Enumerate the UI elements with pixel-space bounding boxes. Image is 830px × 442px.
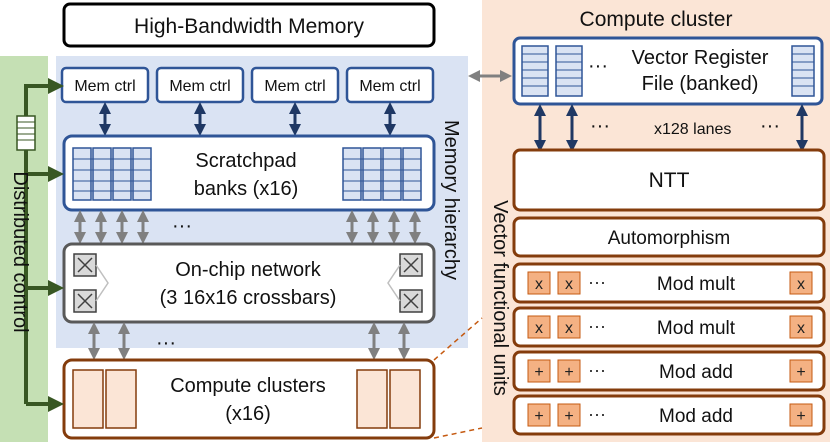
memory-hierarchy-label: Memory hierarchy [440, 120, 462, 280]
hbm-box [62, 2, 436, 48]
unit-label: Mod add [659, 362, 733, 383]
vrf-title: Vector Register [632, 47, 769, 69]
ellipsis: ··· [590, 115, 610, 137]
distributed-control-label: Distributed control [9, 171, 31, 332]
unit-box [512, 394, 826, 436]
ellipsis: ··· [156, 332, 176, 354]
lane-unit-icon [557, 359, 581, 383]
cluster-title: Compute cluster [580, 8, 733, 31]
functional-unit: x x x ··· Mod mult [512, 306, 826, 348]
lane-unit-icon [527, 359, 551, 383]
unit-label: Mod mult [657, 274, 736, 295]
lane-unit-symbol: x [535, 320, 543, 337]
functional-unit: NTT [512, 148, 826, 212]
lane-unit-symbol: + [534, 364, 543, 381]
unit-label: Mod add [659, 406, 733, 427]
vrf-subtitle: File (banked) [642, 73, 759, 95]
mem-ctrl-4: Mem ctrl [345, 66, 435, 104]
scratchpad-bank-icons [72, 147, 422, 201]
lane-unit-icon [527, 403, 551, 427]
unit-label: Mod mult [657, 318, 736, 339]
lane-unit-symbol: x [565, 276, 573, 293]
vrf-bank-lines [522, 53, 814, 87]
crossbar-icons [73, 253, 423, 313]
mem-ctrl-3: Mem ctrl [250, 66, 340, 104]
unit-box [512, 350, 826, 392]
lane-unit-symbol: + [796, 408, 805, 425]
lane-unit-icon [789, 359, 813, 383]
lane-unit-icon [557, 271, 581, 295]
functional-unit: + + + ··· Mod add [512, 394, 826, 436]
ellipsis: ··· [588, 360, 606, 380]
unit-box [512, 216, 826, 258]
compute-clusters-title: Compute clusters [170, 375, 326, 397]
scratchpad-network-arrows [74, 210, 421, 244]
lane-unit-symbol: + [564, 408, 573, 425]
control-queue-icon [16, 115, 36, 151]
ellipsis: ··· [588, 272, 606, 292]
unit-box [512, 148, 826, 212]
scratchpad-box [62, 134, 436, 212]
network-compute-arrows [88, 322, 410, 360]
mem-ctrl-2: Mem ctrl [155, 66, 245, 104]
lane-unit-icon [789, 315, 813, 339]
ellipsis: ··· [588, 55, 608, 77]
lane-unit-icon [789, 403, 813, 427]
lane-unit-symbol: x [565, 320, 573, 337]
vrf-box [512, 36, 824, 106]
vector-functional-units: NTT Automorphism x x x ··· Mod mult x x x ··· Mod m… [512, 148, 826, 436]
unit-box [512, 262, 826, 304]
lane-unit-symbol: x [797, 276, 805, 293]
ellipsis: ··· [172, 215, 192, 237]
network-subtitle: (3 16x16 crossbars) [160, 287, 337, 309]
lane-unit-icon [557, 403, 581, 427]
control-queue-lines [17, 121, 35, 141]
mem-ctrl-1: Mem ctrl [60, 66, 150, 104]
lane-unit-symbol: x [535, 276, 543, 293]
lane-unit-icon [527, 315, 551, 339]
lane-unit-symbol: + [796, 364, 805, 381]
compute-clusters-box [62, 358, 436, 440]
zoom-lines [433, 317, 483, 439]
unit-label: NTT [649, 169, 690, 192]
cluster-icons [72, 369, 421, 429]
vfu-label: Vector functional units [489, 200, 511, 396]
lane-unit-icon [789, 271, 813, 295]
lane-unit-symbol: + [564, 364, 573, 381]
mem-ctrl-arrows [99, 102, 396, 136]
lane-arrows [534, 104, 808, 152]
lane-unit-symbol: x [797, 320, 805, 337]
hbm-label: High-Bandwidth Memory [134, 15, 364, 38]
scratchpad-bank-lines [73, 158, 421, 192]
mem-ctrl-label: Mem ctrl [264, 78, 325, 95]
lanes-label: x128 lanes [654, 121, 731, 138]
network-box [62, 242, 436, 324]
unit-label: Automorphism [608, 228, 731, 249]
functional-unit: x x x ··· Mod mult [512, 262, 826, 304]
ellipsis: ··· [760, 115, 780, 137]
mem-ctrl-label: Mem ctrl [74, 78, 135, 95]
mem-ctrl-label: Mem ctrl [169, 78, 230, 95]
unit-box [512, 306, 826, 348]
functional-unit: Automorphism [512, 216, 826, 258]
network-title: On-chip network [175, 259, 322, 281]
lane-unit-symbol: + [534, 408, 543, 425]
ellipsis: ··· [588, 316, 606, 336]
ellipsis: ··· [588, 404, 606, 424]
functional-unit: + + + ··· Mod add [512, 350, 826, 392]
mem-ctrl-label: Mem ctrl [359, 78, 420, 95]
control-bus [24, 78, 64, 412]
compute-clusters-subtitle: (x16) [225, 403, 271, 425]
scratchpad-title: Scratchpad [195, 150, 296, 172]
scratchpad-subtitle: banks (x16) [194, 178, 299, 200]
lane-unit-icon [527, 271, 551, 295]
lane-unit-icon [557, 315, 581, 339]
